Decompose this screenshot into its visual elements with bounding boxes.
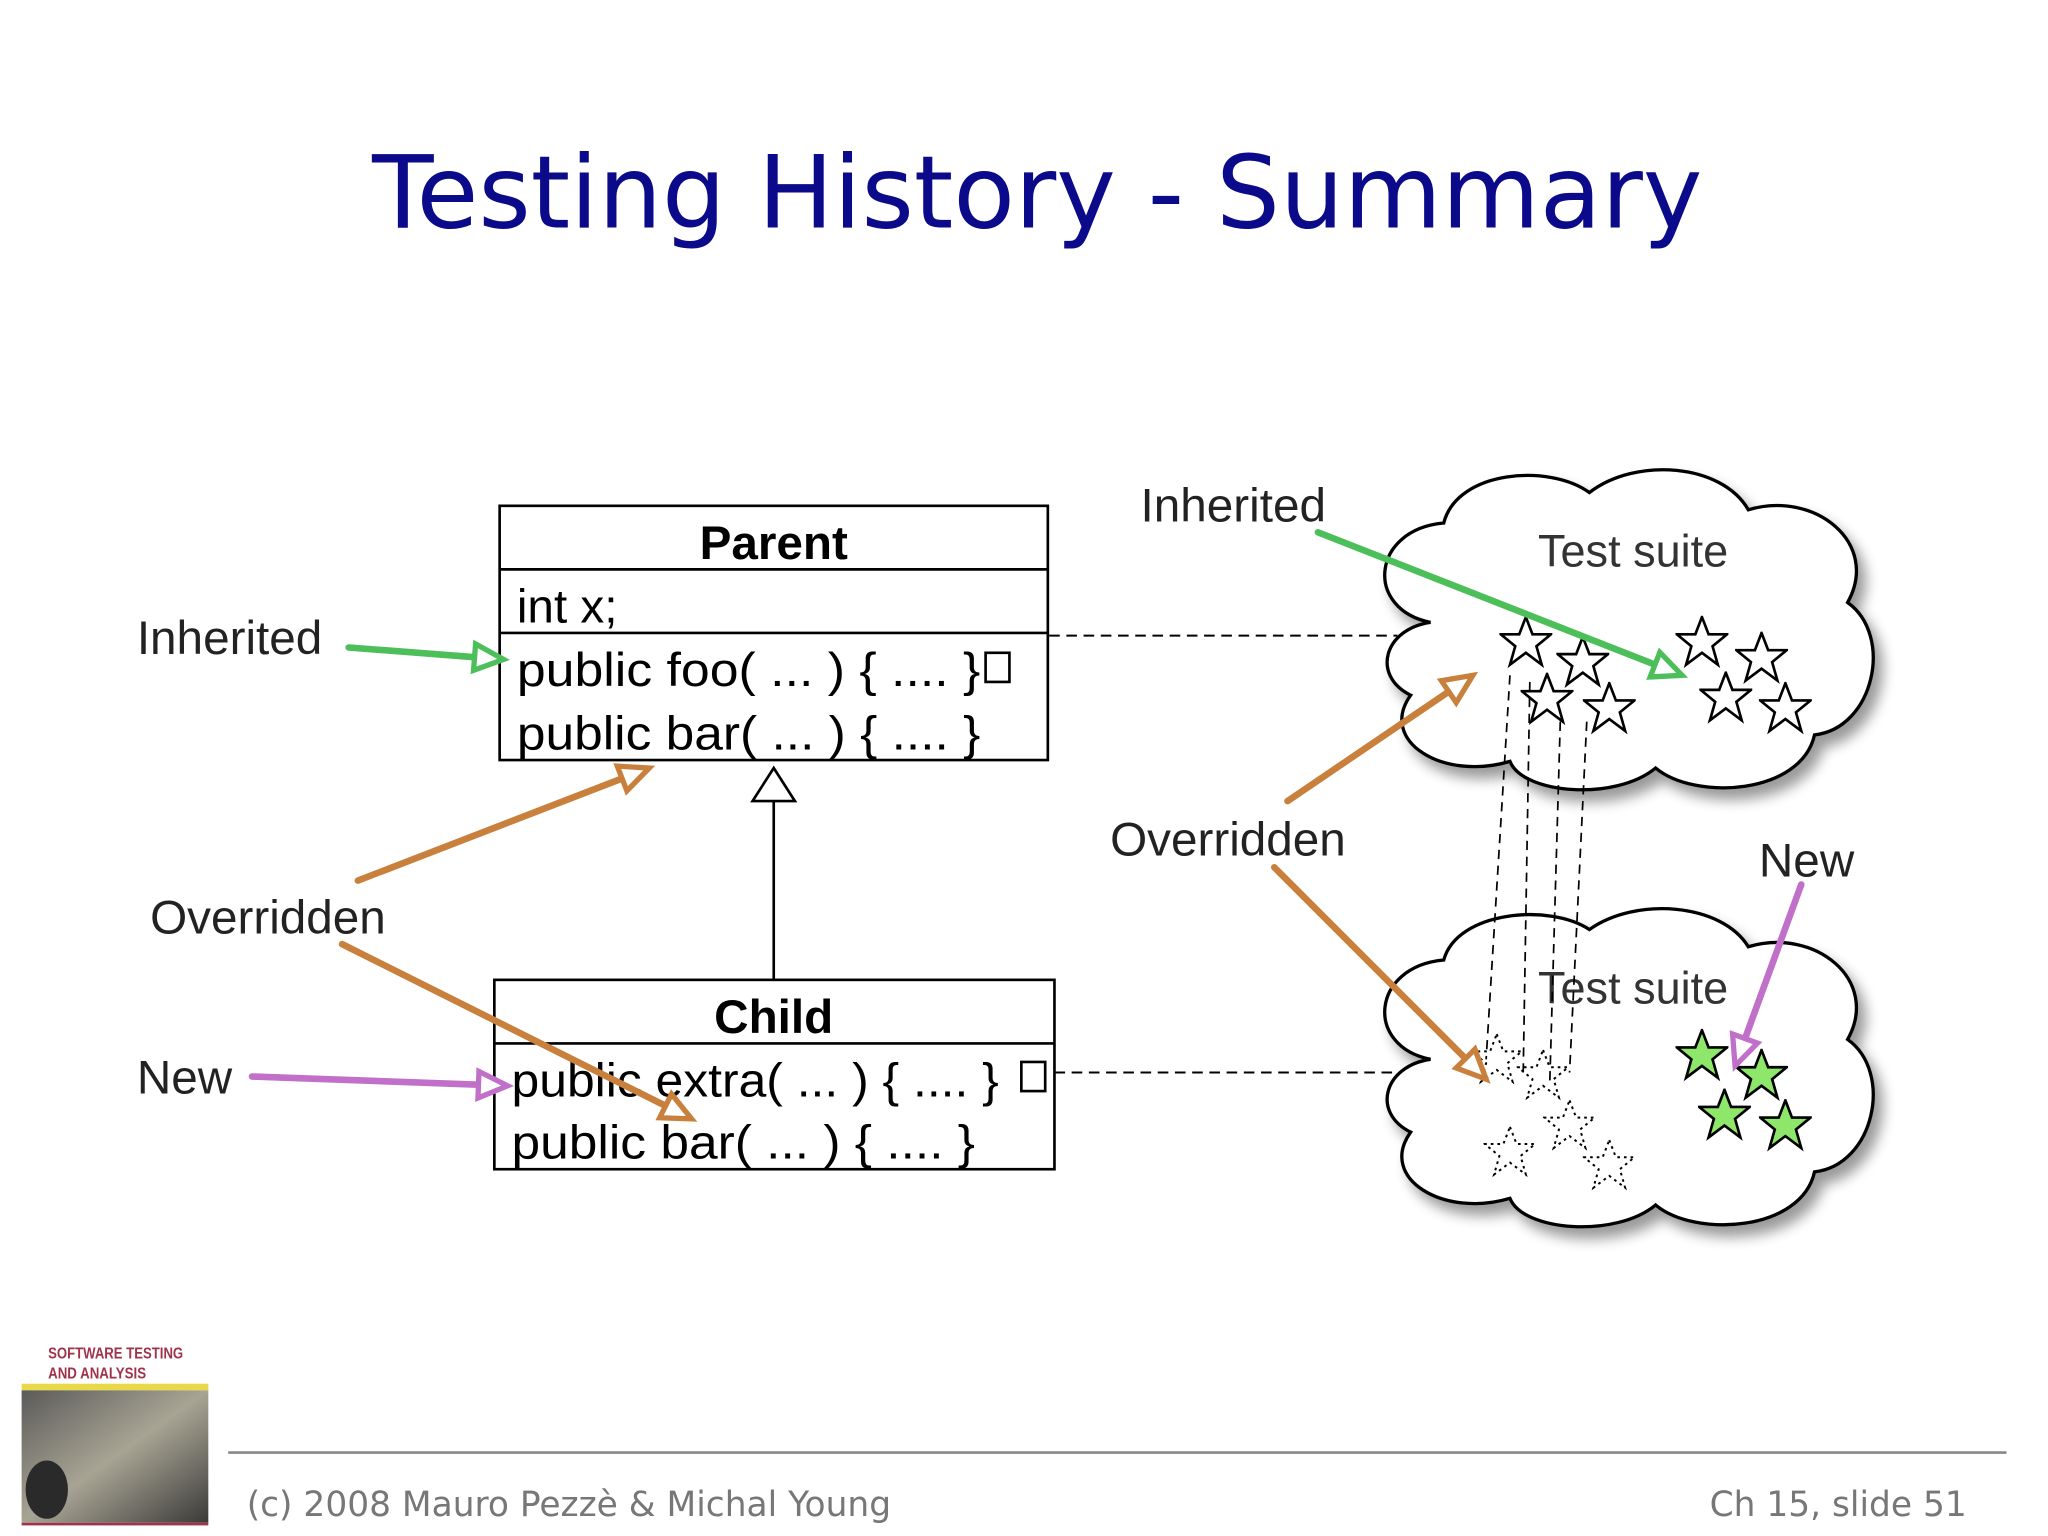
- arrowhead-icon: [470, 639, 510, 675]
- child-class-name: Child: [714, 991, 833, 1044]
- arrow-inherited-right: [1314, 528, 1689, 680]
- book-cover-image: SOFTWARE TESTING AND ANALYSIS: [21, 1337, 209, 1536]
- test-suite-cloud-bottom: [1383, 907, 1875, 1229]
- parent-attribute: int x;: [517, 580, 618, 633]
- child-method-extra: public extra( ... ) { .... }: [512, 1054, 999, 1107]
- arrow-new-right: [1729, 881, 1805, 1072]
- label-new-left: New: [137, 1052, 233, 1105]
- footer-copyright: (c) 2008 Mauro Pezzè & Michal Young: [247, 1485, 891, 1525]
- arrowhead-icon: [1436, 671, 1479, 708]
- test-suite-cloud-top: [1383, 468, 1875, 792]
- square-marker-icon: [1020, 1060, 1047, 1093]
- parent-class-name: Parent: [700, 517, 848, 570]
- arrow-inherited-left: [345, 639, 510, 675]
- parent-method-foo: public foo( ... ) { .... }: [517, 644, 981, 697]
- arrowhead-icon: [1646, 647, 1689, 680]
- annotation-arrows: [248, 528, 1805, 1122]
- arrow-overridden-left-up: [354, 763, 656, 884]
- square-marker-icon: [984, 651, 1011, 684]
- cloud-bottom-label: Test suite: [1538, 963, 1728, 1014]
- label-inherited-left: Inherited: [137, 612, 322, 665]
- arrow-overridden-right-down: [1270, 864, 1491, 1084]
- parent-method-bar: public bar( ... ) { .... }: [517, 707, 981, 760]
- book-cover-title-1: SOFTWARE TESTING: [48, 1346, 183, 1363]
- inheritance-arrow: [750, 765, 798, 980]
- arrowhead-icon: [655, 1089, 698, 1122]
- label-new-right: New: [1759, 835, 1855, 888]
- arrow-new-left: [248, 1067, 514, 1102]
- test-trace-lines: [1485, 675, 1588, 1086]
- slide-title: Testing History - Summary: [371, 135, 1702, 252]
- child-class-box: Child public extra( ... ) { .... } publi…: [493, 978, 1056, 1171]
- arrowhead-icon: [1451, 1044, 1491, 1084]
- parent-class-box: Parent int x; public foo( ... ) { .... }…: [498, 504, 1050, 762]
- book-cover-title-2: AND ANALYSIS: [48, 1365, 146, 1382]
- arrowhead-icon: [475, 1067, 514, 1102]
- arrow-overridden-right-up: [1284, 671, 1479, 805]
- label-inherited-right: Inherited: [1141, 480, 1326, 533]
- arrow-overridden-left-down: [338, 940, 698, 1122]
- label-overridden-right: Overridden: [1110, 813, 1346, 866]
- arrowhead-icon: [613, 763, 656, 796]
- label-overridden-left: Overridden: [150, 892, 386, 945]
- footer-slide-number: Ch 15, slide 51: [1710, 1485, 1967, 1525]
- cloud-top-label: Test suite: [1538, 526, 1728, 577]
- child-method-bar: public bar( ... ) { .... }: [512, 1117, 976, 1170]
- arrowhead-icon: [1729, 1030, 1763, 1072]
